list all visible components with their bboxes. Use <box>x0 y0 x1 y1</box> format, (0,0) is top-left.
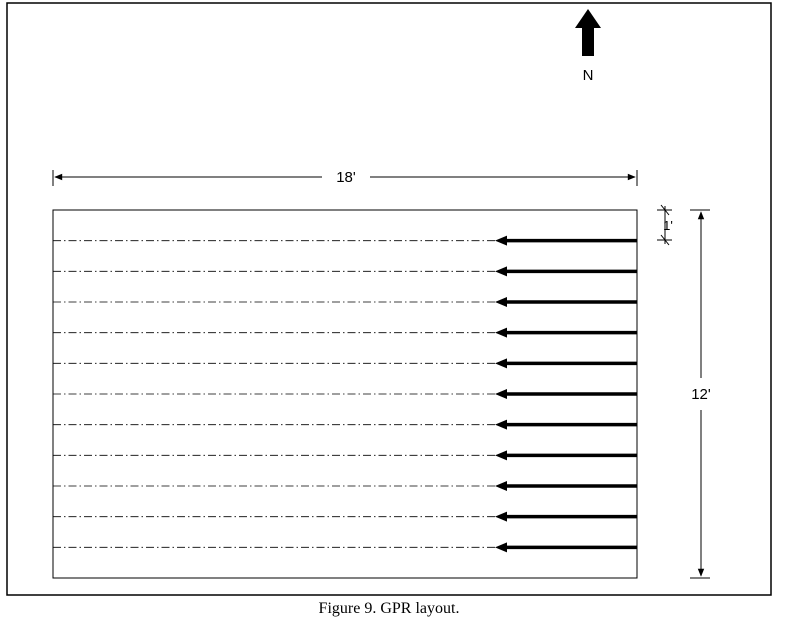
gpr-layout-diagram: N 18' 12' 1' <box>6 2 772 596</box>
scan-line <box>53 511 637 522</box>
height-dimension-line <box>690 209 710 579</box>
scan-line <box>53 358 637 369</box>
scan-line <box>53 235 637 246</box>
scan-direction-arrow-icon <box>495 481 507 491</box>
scan-direction-arrow-icon <box>495 419 507 430</box>
spacing-dimension-label: 1' <box>663 218 673 233</box>
scan-direction-arrow-icon <box>495 297 507 307</box>
north-label: N <box>583 67 594 84</box>
scan-lines <box>53 235 637 553</box>
width-dimension-line <box>52 170 638 186</box>
scan-direction-arrow-icon <box>495 266 507 277</box>
figure-caption: Figure 9. GPR layout. <box>318 600 460 617</box>
scan-direction-arrow-icon <box>495 450 507 461</box>
scan-line <box>53 266 637 277</box>
scan-direction-arrow-icon <box>495 327 507 338</box>
scan-line <box>53 327 637 338</box>
scan-line <box>53 297 637 307</box>
scan-line <box>53 542 637 553</box>
scan-line <box>53 389 637 399</box>
scan-line <box>53 419 637 430</box>
width-dimension-label: 18' <box>336 169 356 186</box>
scan-direction-arrow-icon <box>495 542 507 553</box>
spacing-dimension-line <box>657 204 672 246</box>
scan-direction-arrow-icon <box>495 389 507 399</box>
scan-direction-arrow-icon <box>495 235 507 246</box>
outer-frame <box>6 2 772 596</box>
height-dimension-label: 12' <box>691 386 711 403</box>
scan-line <box>53 450 637 461</box>
north-arrow-icon <box>575 9 601 56</box>
scan-line <box>53 481 637 491</box>
scan-direction-arrow-icon <box>495 358 507 369</box>
scan-direction-arrow-icon <box>495 511 507 522</box>
